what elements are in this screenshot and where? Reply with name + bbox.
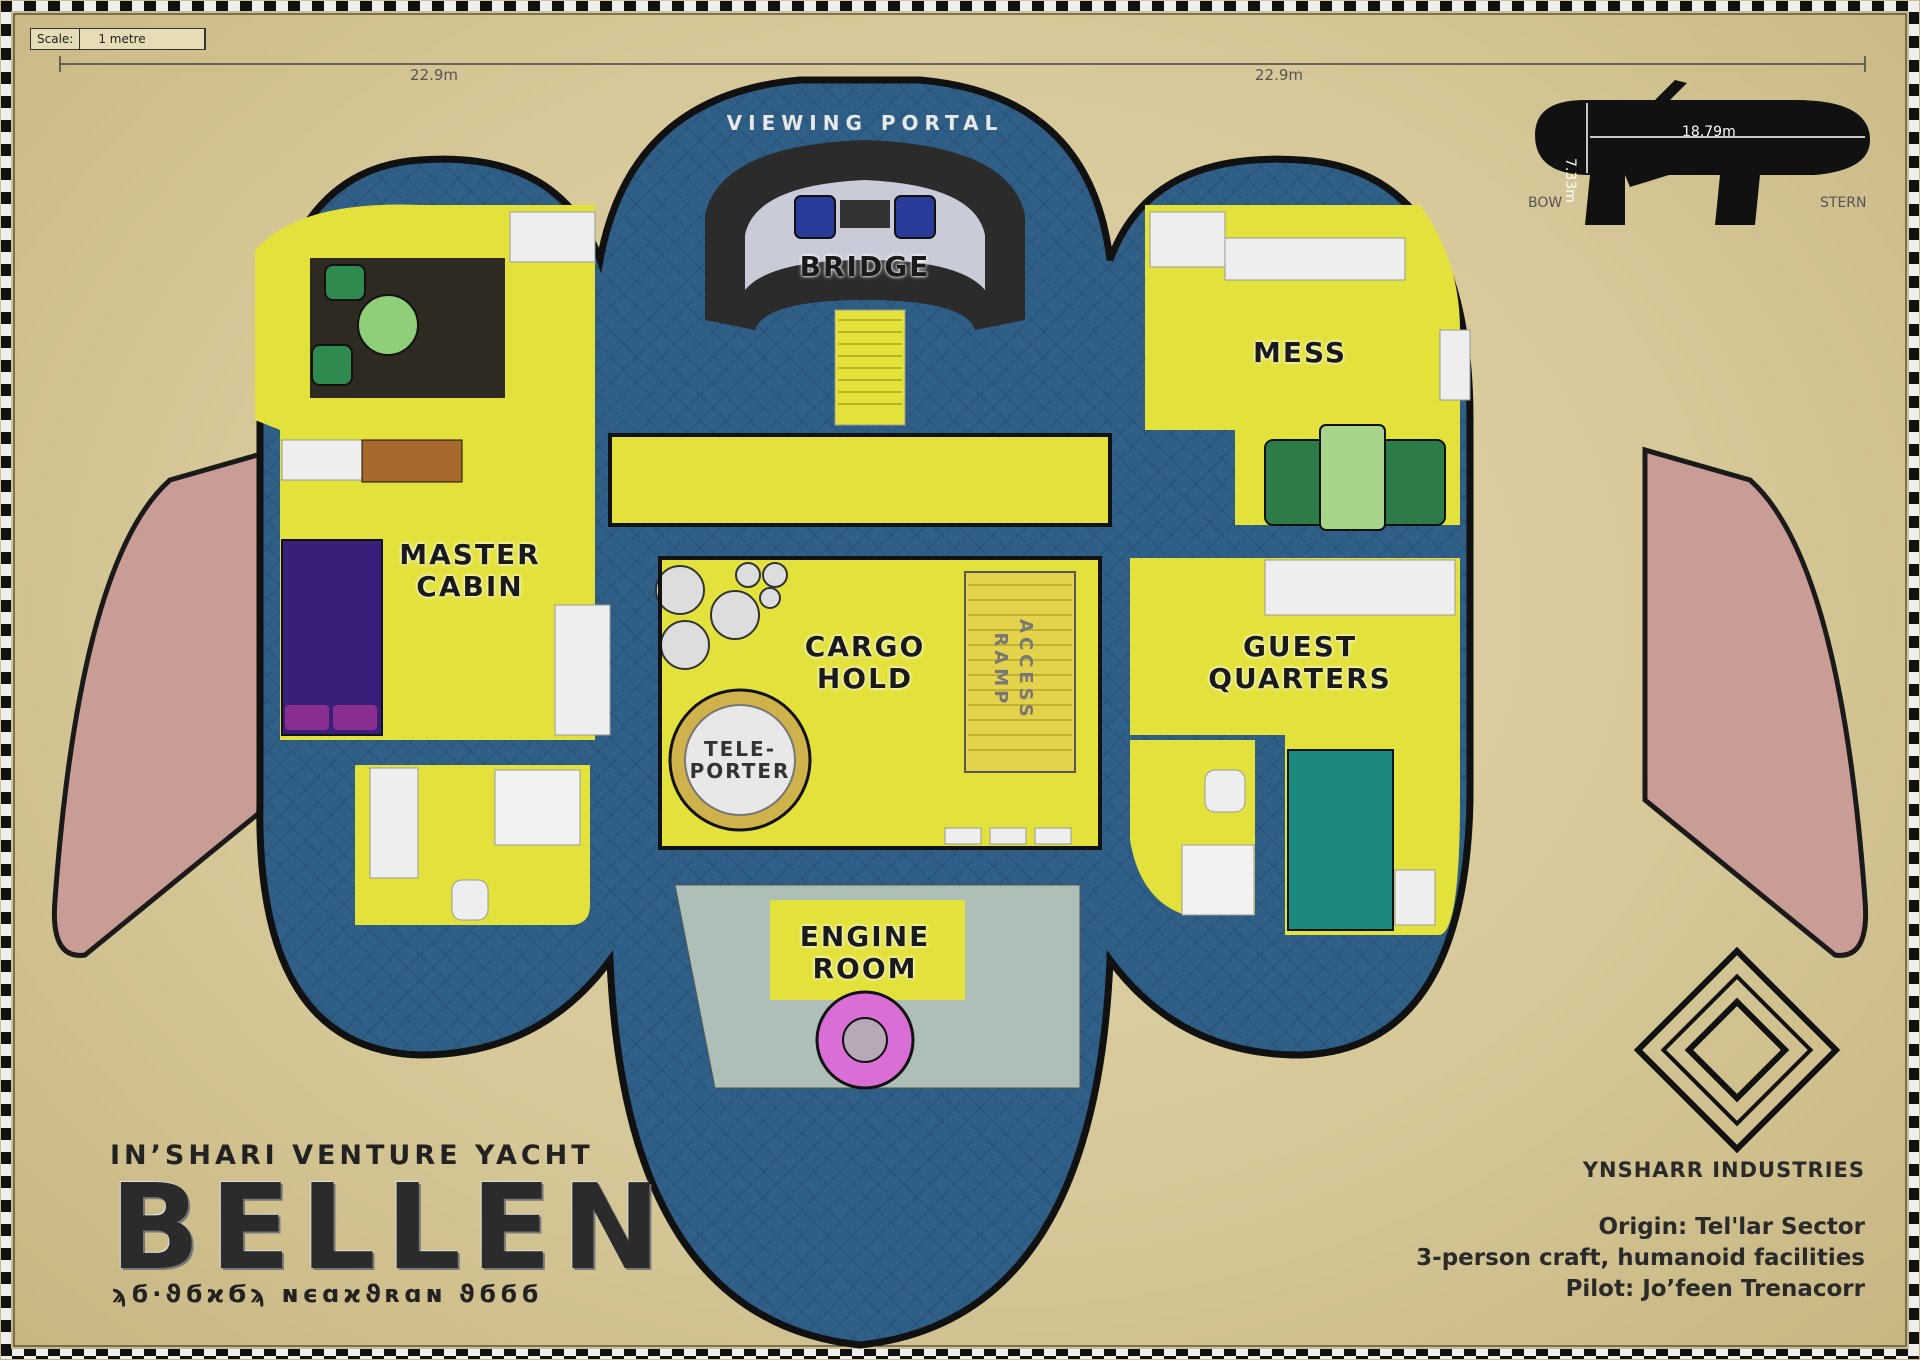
barrel-2 bbox=[710, 590, 760, 640]
access-ramp-label-line2: RAMP bbox=[989, 632, 1011, 708]
pillow-1 bbox=[285, 705, 329, 730]
left-wing bbox=[51, 446, 278, 958]
pilot-seat-right bbox=[894, 195, 936, 239]
desk bbox=[361, 439, 463, 483]
cargo-hold-label-line1: CARGO bbox=[804, 630, 926, 663]
central-corridor bbox=[610, 435, 1110, 525]
dimension-left: 22.9m bbox=[410, 66, 459, 84]
armchair-1 bbox=[324, 264, 366, 301]
teleporter-label-line2: PORTER bbox=[689, 759, 791, 783]
toilet-left bbox=[451, 879, 489, 921]
master-cabin-label-line2: CABIN bbox=[416, 570, 524, 603]
dimension-line bbox=[59, 56, 1866, 72]
barrel-3 bbox=[660, 620, 710, 670]
teleporter-pad bbox=[684, 704, 796, 816]
scale-indicator: Scale: 1 metre bbox=[30, 28, 206, 50]
profile-length: 18.79m bbox=[1682, 124, 1736, 140]
shower-right bbox=[1181, 844, 1255, 916]
toilet-right bbox=[1204, 769, 1246, 813]
bridge-label: BRIDGE bbox=[799, 250, 931, 283]
access-ramp bbox=[964, 571, 1076, 773]
engine-room-label-line2: ROOM bbox=[812, 952, 918, 985]
ship-class-subtitle: IN’SHARI VENTURE YACHT bbox=[110, 1140, 594, 1171]
pilot-info: Pilot: Jo’feen Trenacorr bbox=[1565, 1276, 1865, 1302]
crew-info: 3-person craft, humanoid facilities bbox=[1416, 1245, 1865, 1271]
master-bed bbox=[281, 539, 383, 736]
counter-left bbox=[281, 439, 365, 481]
scale-label: Scale: bbox=[37, 32, 74, 46]
mess-label: MESS bbox=[1252, 336, 1348, 369]
viewing-portal-label: VIEWING PORTAL bbox=[726, 111, 1004, 135]
scale-unit: 1 metre bbox=[98, 32, 146, 46]
company-name: YNSHARR INDUSTRIES bbox=[1582, 1158, 1865, 1182]
ynsharr-logo-icon bbox=[1633, 946, 1841, 1154]
cargo-hold-label-line2: HOLD bbox=[816, 662, 914, 695]
sink-counter-left bbox=[369, 767, 419, 879]
dimension-right: 22.9m bbox=[1255, 66, 1304, 84]
bridge-console bbox=[840, 200, 890, 228]
right-wing bbox=[1642, 446, 1869, 958]
teleporter-label-line1: TELE- bbox=[703, 737, 776, 761]
galley-counter bbox=[1149, 211, 1226, 268]
guest-quarters-label-line2: QUARTERS bbox=[1208, 662, 1392, 695]
engine-room-label-line1: ENGINE bbox=[799, 920, 931, 953]
armchair-2 bbox=[311, 344, 353, 386]
pillow-2 bbox=[333, 705, 377, 730]
master-cabin-label-line1: MASTER bbox=[399, 538, 541, 571]
mess-table bbox=[1319, 424, 1386, 531]
round-table bbox=[357, 294, 419, 356]
shower-left bbox=[494, 769, 581, 846]
ship-name-title: BELLEN bbox=[110, 1158, 671, 1296]
guest-bed bbox=[1287, 749, 1394, 931]
access-ramp-label-line1: ACCESS bbox=[1014, 619, 1036, 721]
guest-quarters-label-line1: GUEST bbox=[1242, 630, 1358, 663]
origin-info: Origin: Tel'lar Sector bbox=[1598, 1214, 1865, 1240]
profile-bow-label: BOW bbox=[1528, 195, 1563, 211]
ship-profile-silhouette bbox=[1535, 80, 1870, 225]
barrel-1 bbox=[655, 565, 705, 615]
pilot-seat-left bbox=[794, 195, 836, 239]
ship-name-alien-script: ϡϭ·ϑϭϰϬϡ ɴϵɑϰϑʀɑɴ ϑϭϭϭ bbox=[112, 1280, 543, 1308]
profile-stern-label: STERN bbox=[1820, 195, 1867, 211]
